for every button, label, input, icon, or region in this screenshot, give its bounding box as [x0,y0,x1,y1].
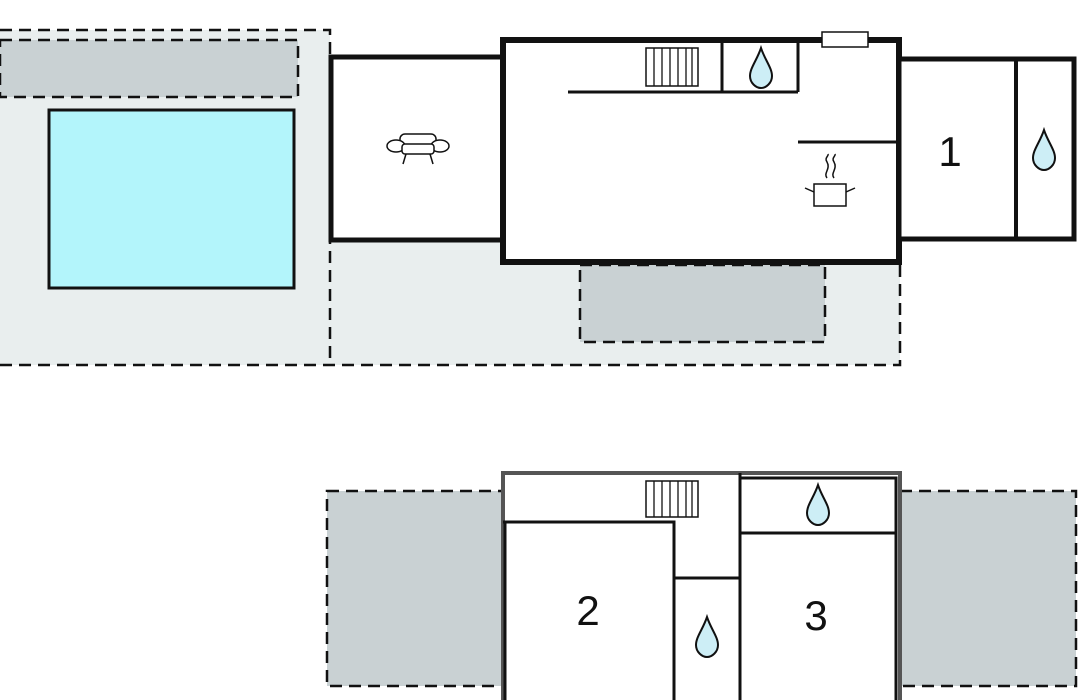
covered-area-top [0,38,300,99]
bedroom-1-number: 1 [938,128,961,175]
bedroom-2-number: 2 [576,587,599,634]
covered-area-bottom [578,263,827,344]
radiator-icon [645,480,699,518]
radiator-icon [645,47,699,87]
stove-pot-icon [804,153,856,207]
bedroom-2 [503,520,676,700]
balcony-right [898,489,1078,688]
sofa-icon [386,133,450,165]
bedroom-3-number: 3 [804,592,827,639]
terrace-outline [0,28,902,367]
kitchen-hall [500,37,902,265]
pool [47,108,296,290]
upper-floor: 2 3 [325,471,1078,700]
bedroom-3 [738,531,898,700]
balcony-left [325,489,505,688]
window [821,31,869,48]
ground-floor: 1 [0,28,1077,367]
